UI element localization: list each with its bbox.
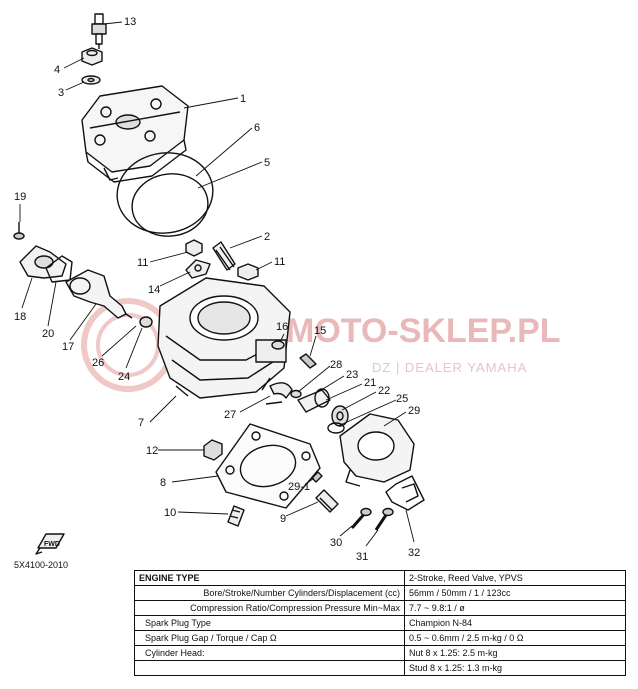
stud-9[interactable] (315, 489, 339, 513)
spec-label: Spark Plug Type (134, 615, 405, 631)
joint-gasket[interactable] (45, 255, 73, 283)
bolt-30[interactable] (350, 507, 372, 529)
bolt-15[interactable] (299, 353, 317, 369)
callout-10: 10 (164, 507, 176, 519)
o-ring[interactable] (112, 147, 218, 240)
cylinder-head-nut[interactable] (81, 47, 103, 66)
callout-16: 16 (276, 321, 288, 333)
spark-plug[interactable] (91, 13, 107, 49)
callout-4: 4 (54, 64, 60, 76)
callout-7: 7 (138, 417, 144, 429)
callout-29: 29 (408, 405, 420, 417)
callout-29-1: 29-1 (288, 481, 310, 493)
callout-30: 30 (330, 537, 342, 549)
cylinder-head-gasket[interactable] (128, 169, 212, 241)
spec-row: Cylinder Head: Nut 8 x 1.25: 2.5 m-kg (134, 645, 626, 661)
wire-bracket[interactable] (385, 475, 425, 511)
watermark-subtitle: DZ | DEALER YAMAHA (372, 360, 527, 375)
callout-6: 6 (254, 122, 260, 134)
spec-row: ENGINE TYPE 2-Stroke, Reed Valve, YPVS (134, 570, 626, 586)
callout-24: 24 (118, 371, 130, 383)
washer-28[interactable] (290, 389, 302, 399)
stud-10[interactable] (227, 505, 245, 527)
nut-right[interactable] (237, 263, 259, 281)
spec-label (134, 660, 405, 676)
screw[interactable] (13, 222, 25, 240)
exploded-parts-diagram: MOTO-SKLEP.PL DZ | DEALER YAMAHA (13, 13, 561, 563)
bolt-31[interactable] (374, 507, 394, 531)
callout-19: 19 (14, 191, 26, 203)
callout-28: 28 (330, 359, 342, 371)
callout-17: 17 (62, 341, 74, 353)
callout-8: 8 (160, 477, 166, 489)
spec-label: Spark Plug Gap / Torque / Cap Ω (134, 630, 405, 646)
spec-label: Cylinder Head: (134, 645, 405, 661)
cylinder-head[interactable] (81, 85, 189, 183)
engine-spec-table: ENGINE TYPE 2-Stroke, Reed Valve, YPVS B… (134, 570, 626, 676)
spec-row: Compression Ratio/Compression Pressure M… (134, 600, 626, 616)
callout-1: 1 (240, 93, 246, 105)
stud-bolt[interactable] (212, 241, 236, 271)
spec-value: Champion N-84 (404, 615, 626, 631)
callout-31: 31 (356, 551, 368, 563)
spec-row: Spark Plug Gap / Torque / Cap Ω 0.5 ~ 0.… (134, 630, 626, 646)
callout-25: 25 (396, 393, 408, 405)
bracket[interactable] (185, 259, 211, 279)
plain-washer[interactable] (81, 75, 101, 85)
callout-12: 12 (146, 445, 158, 457)
cable-guide[interactable] (265, 382, 293, 405)
callout-2: 2 (264, 231, 270, 243)
power-valve-housing[interactable] (339, 413, 415, 487)
leader-lines (19, 21, 415, 547)
washer-small[interactable] (271, 340, 285, 350)
cylinder[interactable] (157, 277, 291, 399)
spec-row: Spark Plug Type Champion N-84 (134, 615, 626, 631)
spec-row: Bore/Stroke/Number Cylinders/Displacemen… (134, 585, 626, 601)
spec-value: Stud 8 x 1.25: 1.3 m-kg (404, 660, 626, 676)
oil-seal[interactable] (331, 405, 349, 427)
callout-3: 3 (58, 87, 64, 99)
callout-9: 9 (280, 513, 286, 525)
cylinder-base-gasket[interactable] (215, 423, 321, 509)
diagram-code: 5X4100-2010 (14, 560, 69, 570)
joint-cover[interactable] (19, 245, 67, 279)
callout-21: 21 (364, 377, 376, 389)
callout-23: 23 (346, 369, 358, 381)
spec-value: 7.7 ~ 9.8:1 / ø (404, 600, 626, 616)
callout-11-left: 11 (137, 257, 148, 269)
nut-left[interactable] (185, 239, 203, 257)
water-pipe[interactable] (65, 269, 133, 319)
callout-13: 13 (124, 16, 136, 28)
fwd-label: FWD (44, 541, 60, 548)
spec-row: Stud 8 x 1.25: 1.3 m-kg (134, 660, 626, 676)
spec-value: 2-Stroke, Reed Valve, YPVS (404, 570, 626, 586)
callout-18: 18 (14, 311, 26, 323)
fwd-arrow (35, 533, 65, 555)
watermark-brand: MOTO-SKLEP.PL (286, 312, 561, 350)
gasket-25[interactable] (327, 422, 345, 434)
callout-27: 27 (224, 409, 236, 421)
spec-value: 0.5 ~ 0.6mm / 2.5 m-kg / 0 Ω (404, 630, 626, 646)
spring-pin[interactable] (311, 471, 323, 483)
o-ring-small[interactable] (139, 316, 153, 328)
spec-label: Compression Ratio/Compression Pressure M… (134, 600, 405, 616)
watermark: MOTO-SKLEP.PL DZ | DEALER YAMAHA (81, 298, 561, 392)
callout-numbers: 13 4 3 1 6 5 19 2 11 11 14 18 20 17 26 2… (14, 16, 420, 563)
callout-32: 32 (408, 547, 420, 559)
callout-26: 26 (92, 357, 104, 369)
cap-nut[interactable] (203, 439, 223, 461)
valve-pulley[interactable] (297, 388, 331, 413)
callout-20: 20 (42, 328, 54, 340)
spec-label: ENGINE TYPE (134, 570, 405, 586)
spec-value: Nut 8 x 1.25: 2.5 m-kg (404, 645, 626, 661)
callout-14: 14 (148, 284, 160, 296)
spec-label: Bore/Stroke/Number Cylinders/Displacemen… (134, 585, 405, 601)
callout-5: 5 (264, 157, 270, 169)
spec-value: 56mm / 50mm / 1 / 123cc (404, 585, 626, 601)
callout-22: 22 (378, 385, 390, 397)
callout-11-right: 11 (274, 256, 285, 268)
callout-15: 15 (314, 325, 326, 337)
